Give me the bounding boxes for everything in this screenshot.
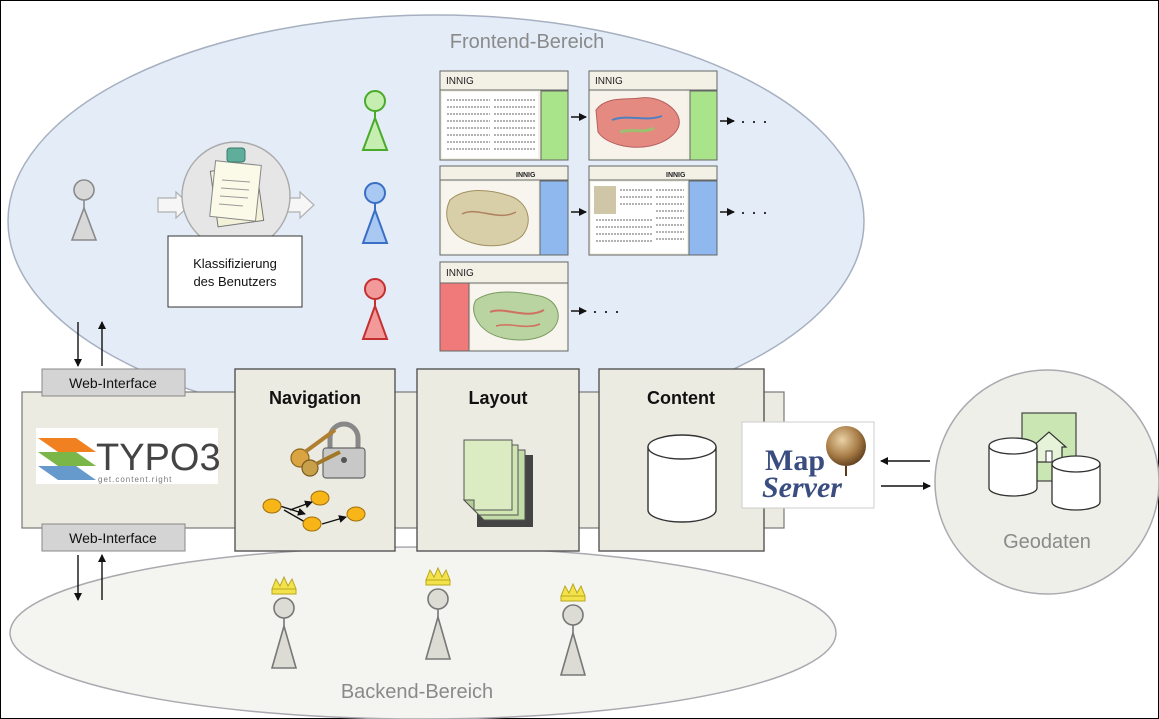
page-brand: INNIG [595,76,623,87]
frontend-region [7,14,865,428]
continuation-ellipsis: · · · [740,202,768,222]
page-brand: INNIG [516,172,536,179]
navigation-flow-icon [262,490,366,532]
backend-region-label: Backend-Bereich [341,681,493,703]
key-lock-icon [290,421,366,479]
page-thumbnail: INNIG [439,70,569,161]
content-title: Content [647,388,715,408]
page-brand: INNIG [666,172,686,179]
admin-user-icon [559,582,587,676]
geodaten-label: Geodaten [1003,531,1091,553]
green-user-icon [361,90,389,151]
page-thumbnail: INNIG [439,261,569,352]
clipboard-icon [209,147,265,228]
continuation-ellipsis: · · · [740,111,768,131]
database-cylinder-icon [1051,455,1101,511]
database-cylinder-icon [988,437,1038,497]
frontend-region-label: Frontend-Bereich [450,31,605,53]
geodaten-region [934,369,1159,595]
mapserver-logo: Map Server [741,421,875,509]
classification-label-line2: des Benutzers [193,274,277,289]
admin-user-icon [424,566,452,660]
mapserver-word2: Server [762,471,842,504]
red-user-icon [361,278,389,340]
classification-label-box [167,235,303,308]
navigation-title: Navigation [269,388,361,408]
layout-pages-icon [462,439,533,527]
blue-user-icon [361,182,389,244]
page-thumbnail: INNIG [588,70,718,161]
web-interface-bottom[interactable] [41,523,186,552]
admin-user-icon [270,575,298,669]
layout-title: Layout [468,388,527,408]
page-brand: INNIG [446,76,474,87]
page-thumbnail: INNIG [439,165,569,256]
web-interface-top[interactable] [41,368,186,397]
mapserver-word1: Map [765,444,825,477]
typo3-tagline: get.content.right [98,475,172,484]
page-thumbnail: INNIG [588,165,718,256]
anonymous-user-icon [70,179,98,241]
typo3-logo: TYPO3 get.content.right [36,428,221,484]
web-interface-top-label: Web-Interface [69,375,157,391]
page-brand: INNIG [446,268,474,279]
web-interface-bottom-label: Web-Interface [69,530,157,546]
continuation-ellipsis: · · · [592,301,620,321]
classification-label-line1: Klassifizierung [193,256,277,271]
content-database-icon [647,434,717,523]
typo3-logo-text: TYPO3 [96,437,221,479]
